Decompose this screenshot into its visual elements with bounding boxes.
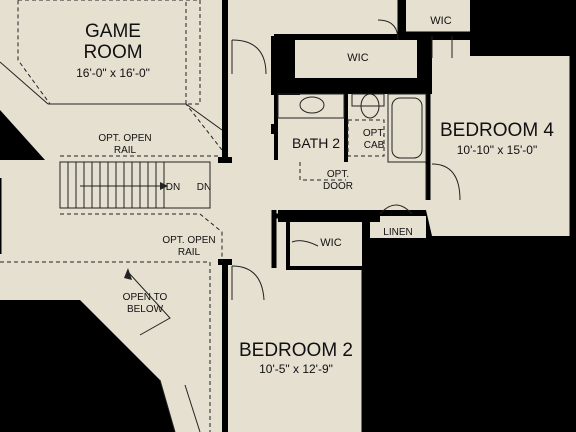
bedroom4-title: BEDROOM 4 (440, 120, 554, 141)
game-room-floor (0, 0, 222, 160)
rail-top-label-line1: OPT. OPEN (98, 133, 151, 144)
linen-label: LINEN (383, 227, 412, 238)
rail-low-label-line1: OPT. OPEN (162, 235, 215, 246)
hall-upper-floor (228, 0, 400, 34)
stair-down-label-2: DN (197, 182, 211, 193)
rail-top-label-line2: RAIL (114, 145, 137, 156)
wic-mid-label: WIC (347, 52, 368, 64)
door-swings (231, 19, 461, 301)
staircase (59, 155, 223, 262)
open-below-label-line1: OPEN TO (123, 292, 168, 303)
game-room-title-line1: GAME (85, 21, 141, 42)
bedroom2-title: BEDROOM 2 (239, 340, 353, 361)
wic-top-floor (406, 0, 470, 36)
stair-landing-floor (0, 160, 230, 262)
game-room-dimensions: 16'-0" x 16'-0" (76, 66, 150, 80)
labels: GAME ROOM 16'-0" x 16'-0" BEDROOM 4 10'-… (76, 15, 554, 376)
game-room-title-line2: ROOM (83, 42, 142, 63)
game-room-ceiling-lines (0, 0, 223, 151)
linen-floor (370, 224, 426, 238)
open-below-floor (0, 262, 222, 432)
open-below-lines (0, 261, 211, 432)
open-below-label-line2: BELOW (127, 304, 164, 315)
opt-door-label-line2: DOOR (323, 181, 353, 192)
bath2-title: BATH 2 (292, 135, 340, 151)
rail-low-label-line2: RAIL (178, 247, 201, 258)
bedroom2-floor (228, 266, 364, 432)
bedroom2-dimensions: 10'-5" x 12'-9" (259, 362, 333, 376)
bath-fixtures (277, 93, 427, 163)
wic-bed2-label: WIC (320, 237, 341, 249)
bedroom4-floor (426, 40, 570, 236)
hall-left-floor (228, 34, 274, 164)
wic-mid-floor (295, 40, 417, 78)
opt-cab-label-line2: CAB (364, 140, 385, 151)
opt-cab-label-line1: OPT. (363, 128, 385, 139)
wic-bed2-floor (290, 226, 356, 264)
stair-down-label-1: DN (166, 182, 180, 193)
wic-top-label: WIC (430, 15, 451, 27)
bedroom4-dimensions: 10'-10" x 15'-0" (457, 143, 537, 157)
opt-door-label-line1: OPT. (327, 169, 349, 180)
